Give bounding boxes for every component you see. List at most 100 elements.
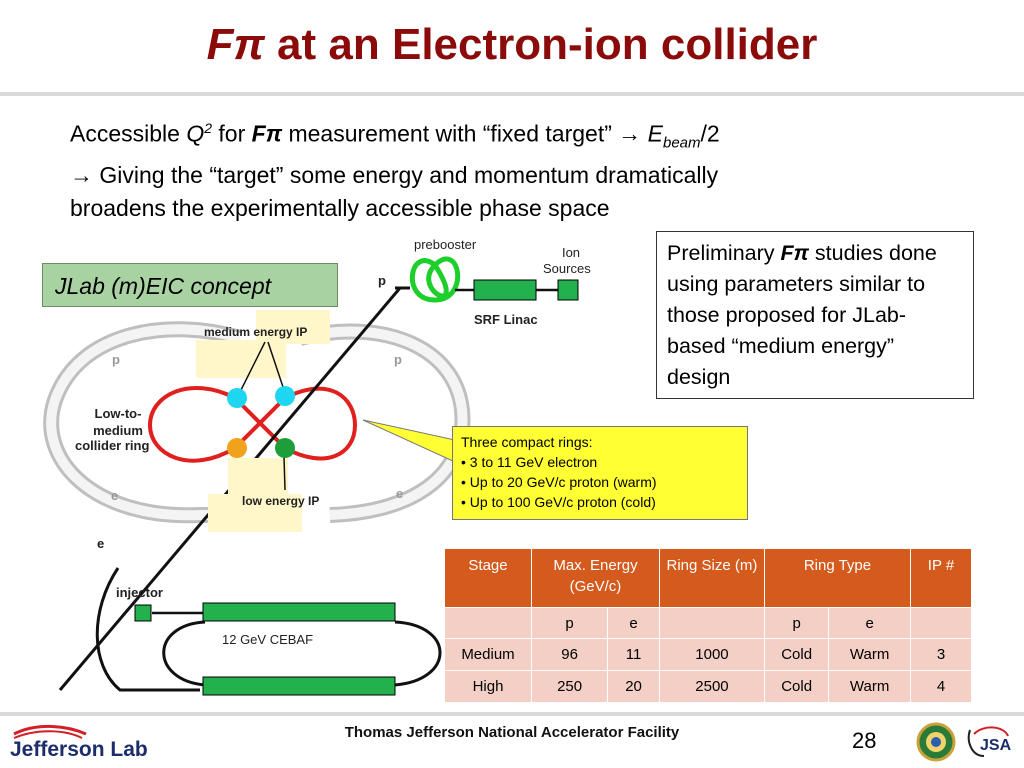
ring-p-left: p: [112, 352, 120, 367]
table-cell: [658, 607, 765, 639]
injector-label: injector: [116, 585, 163, 600]
medium-ip-label: medium energy IP: [204, 325, 308, 339]
ip-circle-cyan-right: [275, 386, 295, 406]
e-beam-label: e: [97, 536, 105, 551]
ip-circle-orange: [227, 438, 247, 458]
callout-item: • Up to 20 GeV/c proton (warm): [461, 474, 657, 490]
ring-label-1: Low-to-: [94, 406, 142, 421]
table-cell: 250: [530, 670, 609, 703]
rings-callout: Three compact rings: • 3 to 11 GeV elect…: [452, 426, 748, 520]
parameters-table: Stage Max. Energy (GeV/c) Ring Size (m) …: [444, 548, 972, 703]
prelim-text-b: studies done using parameters similar to…: [667, 241, 937, 389]
low-ip-pointer: [283, 456, 286, 491]
srf-linac-label: SRF Linac: [474, 312, 538, 327]
table-cell: Warm: [828, 638, 911, 671]
table-cell: p: [763, 607, 830, 639]
table-cell: Cold: [763, 638, 830, 671]
slide-title: Fπ at an Electron-ion collider: [0, 20, 1024, 70]
intro-e: E: [647, 120, 663, 147]
intro-q-exp: 2: [204, 120, 213, 136]
low-ip-label: low energy IP: [242, 494, 320, 508]
title-symbol: Fπ: [206, 20, 265, 69]
low-ip-box-2: [208, 494, 302, 532]
header-ip: IP #: [910, 548, 972, 608]
jsa-logo: JSA: [967, 726, 1012, 757]
page-number: 28: [852, 728, 877, 753]
intro-line-1: Accessible Q2 for Fπ measurement with “f…: [70, 112, 950, 159]
table-header-row: Stage Max. Energy (GeV/c) Ring Size (m) …: [444, 548, 972, 608]
header-max-energy: Max. Energy (GeV/c): [531, 548, 660, 608]
table-cell: [444, 607, 532, 639]
svg-text:Jefferson Lab: Jefferson Lab: [10, 738, 148, 761]
ring-label-3: collider ring: [75, 438, 150, 453]
table-cell: 20: [607, 670, 660, 703]
intro-fpi: Fπ: [251, 120, 283, 147]
intro-line-2: → Giving the “target” some energy and mo…: [70, 162, 719, 189]
cebaf-linac-top: [202, 602, 396, 622]
srf-linac-block: [473, 279, 537, 301]
table-cell: 1000: [658, 638, 765, 671]
table-cell: e: [607, 607, 660, 639]
medium-ip-box-2: [196, 340, 286, 378]
table-cell: Medium: [444, 638, 532, 671]
ion-sources-label-1: Ion: [561, 245, 581, 260]
intro-beam: beam: [663, 134, 701, 152]
table-subheader-row: p e p e: [444, 607, 972, 639]
prebooster-label: prebooster: [414, 237, 477, 252]
callout-item: • 3 to 11 GeV electron: [461, 454, 598, 470]
collider-ring-outline: [43, 321, 471, 524]
cebaf-label: 12 GeV CEBAF: [222, 632, 314, 647]
callout-heading: Three compact rings:: [461, 434, 593, 450]
intro-measurement: measurement with “fixed target” →: [282, 120, 648, 147]
low-ip-box-1: [228, 458, 288, 494]
injector-block: [134, 604, 152, 622]
ip-circle-green: [275, 438, 295, 458]
cebaf-arcs: [162, 620, 442, 687]
header-ring-type: Ring Type: [763, 548, 912, 608]
table-cell: p: [530, 607, 609, 639]
ring-p-right: p: [394, 352, 402, 367]
medium-ip-box-1: [256, 310, 330, 344]
intro-line-3: broadens the experimentally accessible p…: [70, 195, 610, 222]
table-cell: 2500: [658, 670, 765, 703]
title-divider: [0, 92, 1024, 96]
collider-ring-label: Low-to- medium: [88, 405, 148, 439]
table-cell: Warm: [828, 670, 911, 703]
table-row: Medium 96 11 1000 Cold Warm 3: [444, 638, 972, 671]
concept-label-box: JLab (m)EIC concept: [42, 263, 338, 307]
callout-item: • Up to 100 GeV/c proton (cold): [461, 494, 656, 510]
medium-ip-pointers: [239, 341, 285, 393]
ion-source-block: [557, 279, 579, 301]
ring-e-right: e: [396, 486, 404, 501]
jefferson-lab-logo: Jefferson Lab: [10, 724, 148, 761]
table-cell: 96: [530, 638, 609, 671]
preliminary-box: Preliminary Fπ studies done using parame…: [656, 231, 974, 399]
table-cell: 11: [607, 638, 660, 671]
figure-eight-ring: [147, 386, 358, 463]
intro-text: Accessible Q2 for Fπ measurement with “f…: [70, 112, 950, 225]
table-cell: 3: [910, 638, 972, 671]
prelim-fpi: Fπ: [780, 241, 809, 265]
intro-accessible: Accessible: [70, 120, 187, 147]
cebaf-linac-bottom: [202, 676, 396, 696]
intro-for: for: [212, 120, 252, 147]
prelim-text-a: Preliminary: [667, 241, 781, 265]
footer-organization: Thomas Jefferson National Accelerator Fa…: [344, 724, 680, 741]
ip-circle-cyan-left: [227, 388, 247, 408]
title-text: at an Electron-ion collider: [264, 20, 818, 69]
intro-q: Q: [186, 120, 205, 147]
table-cell: e: [828, 607, 911, 639]
header-stage: Stage: [444, 548, 532, 608]
prebooster-icon: [410, 256, 460, 303]
table-cell: Cold: [763, 670, 830, 703]
table-cell: High: [444, 670, 532, 703]
svg-text:JSA: JSA: [980, 737, 1012, 754]
table-cell: 4: [910, 670, 972, 703]
footer-divider: [0, 712, 1024, 716]
doe-seal-icon: [916, 722, 956, 762]
ring-label-2: medium: [93, 423, 143, 438]
ring-e-left: e: [111, 488, 119, 503]
callout-pointer: [362, 419, 456, 463]
ion-sources-label-2: Sources: [543, 261, 591, 276]
intro-half: /2: [700, 120, 720, 147]
